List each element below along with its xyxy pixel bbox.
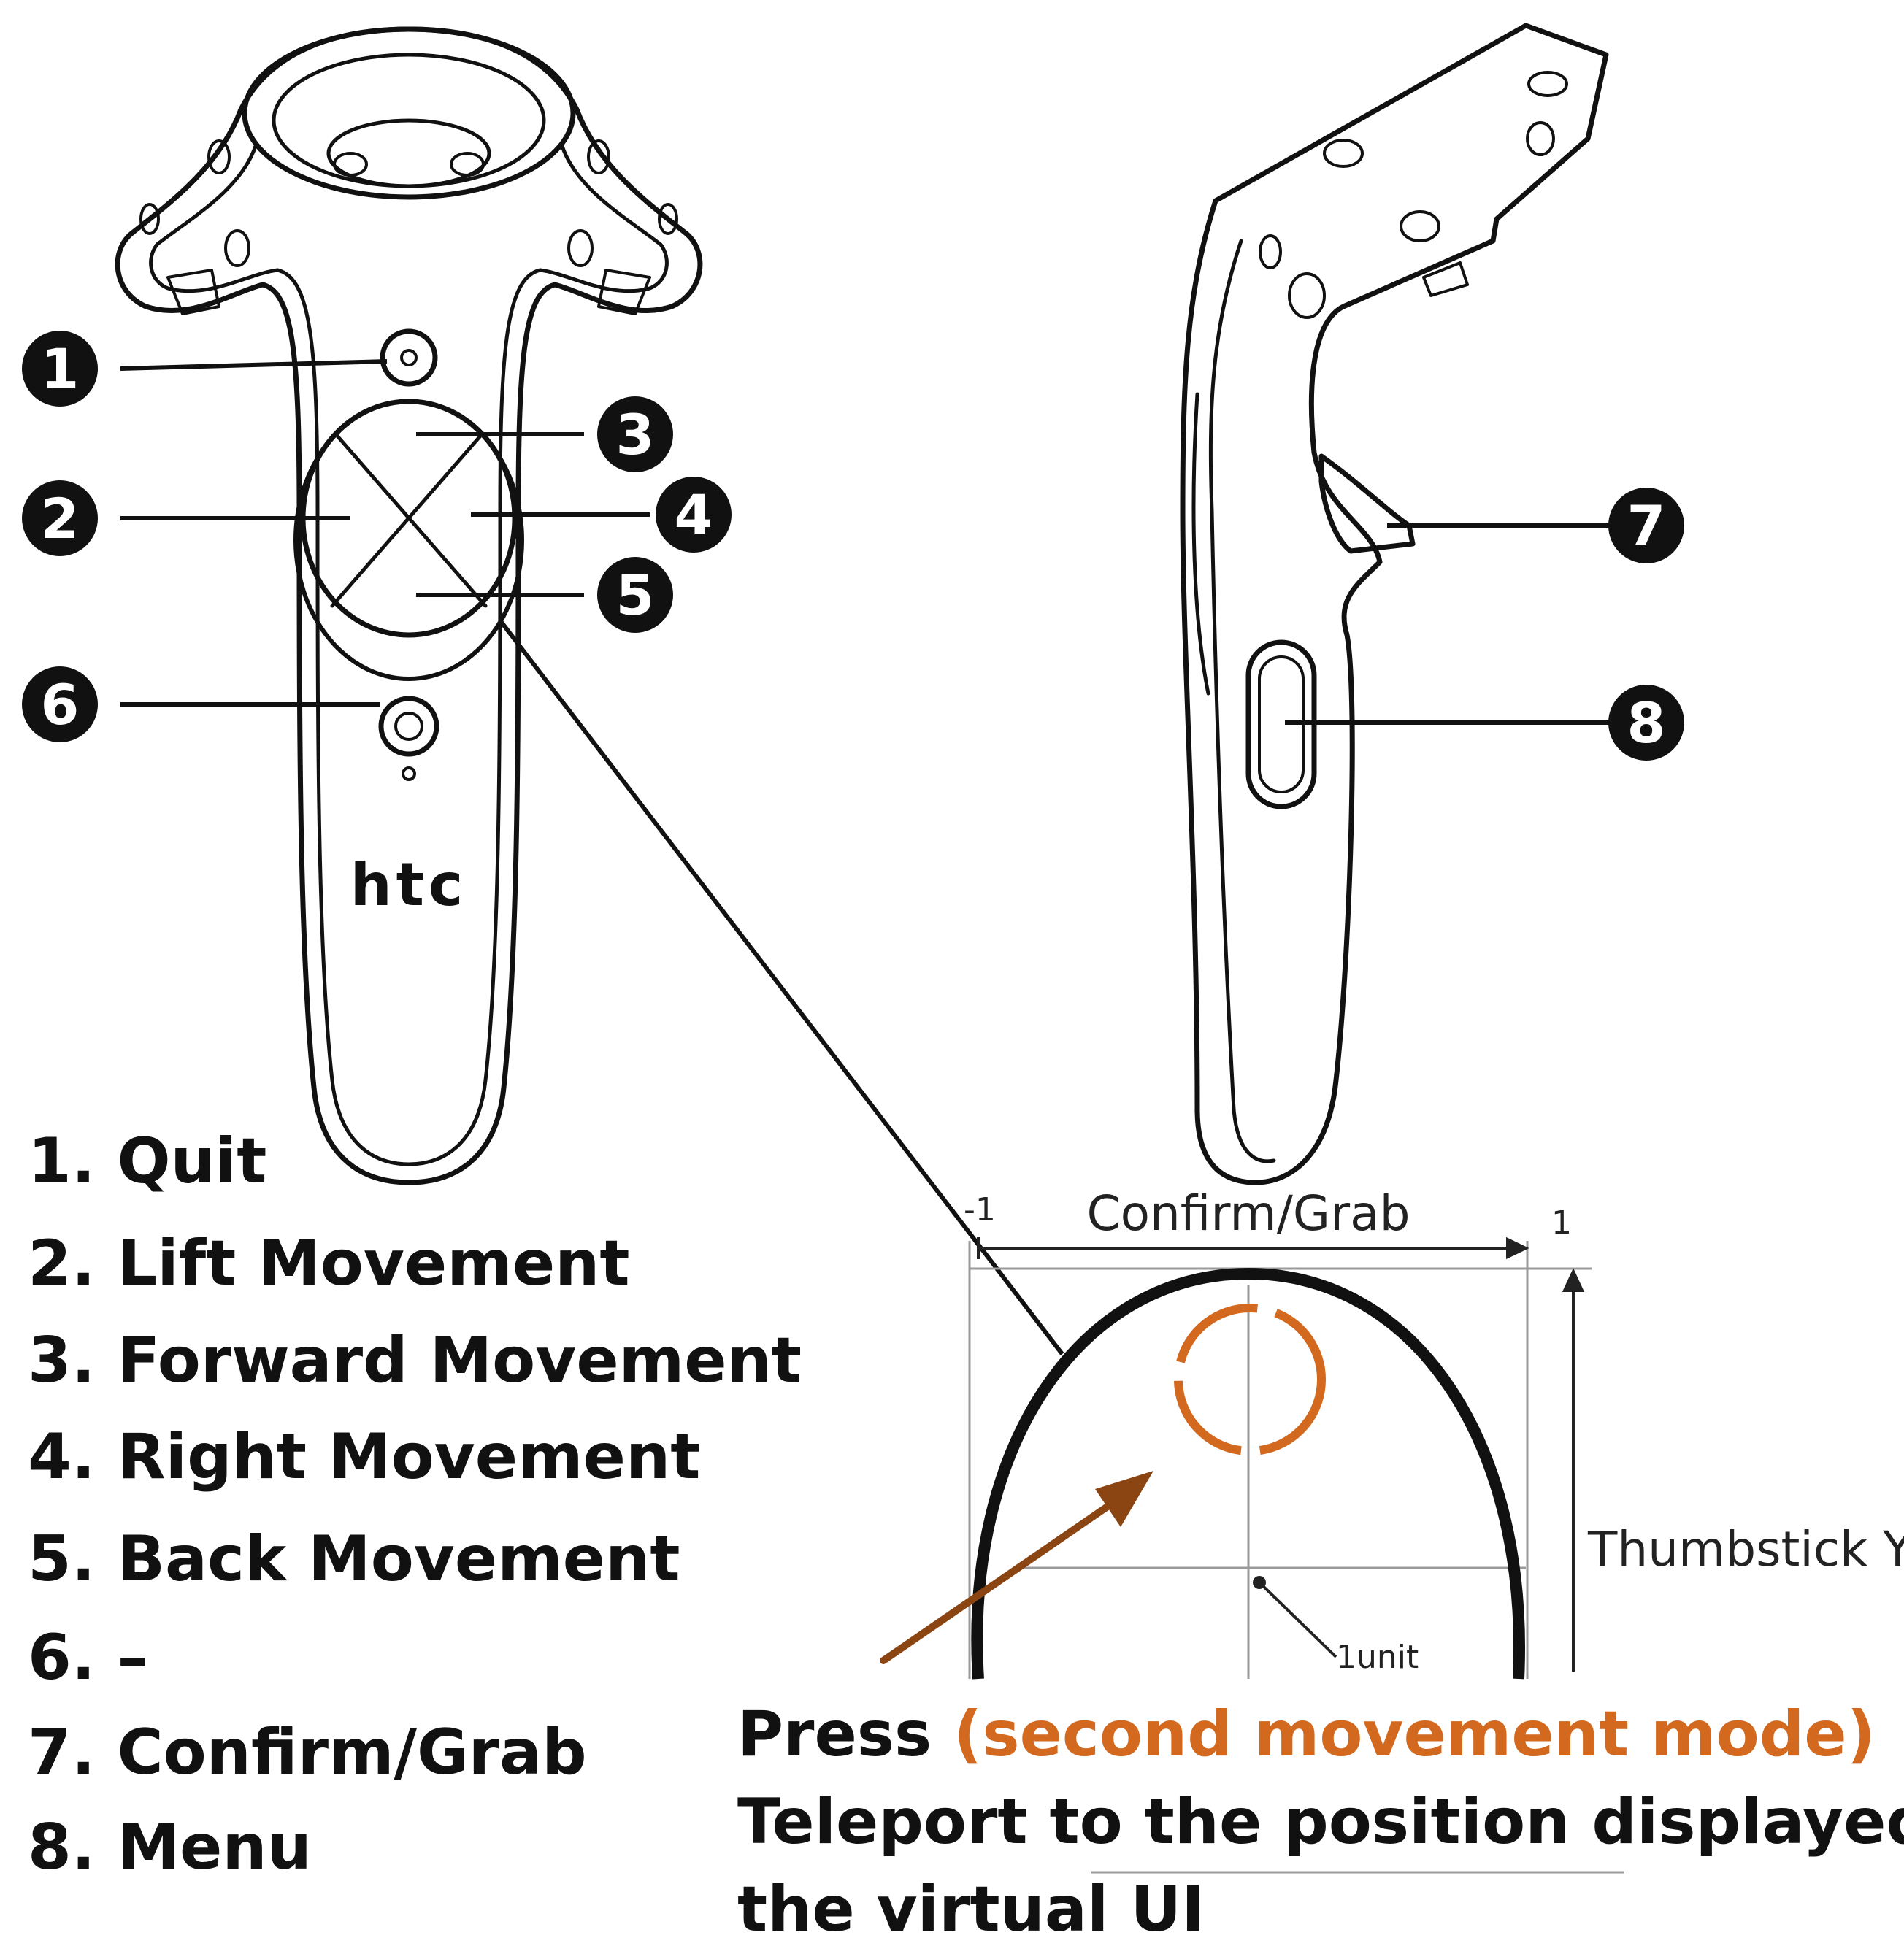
- caption: Press (second movement mode) Teleport to…: [737, 1698, 1904, 1946]
- side-leader-lines: [1285, 523, 1613, 725]
- svg-text:4: 4: [675, 482, 713, 547]
- legend-item: 1. Quit: [28, 1125, 266, 1198]
- callout-badge-5: 5: [597, 557, 673, 633]
- thumbstick-diagram: Confirm/Grab Thumbstick Y -1 1 1unit: [880, 1185, 1904, 1874]
- x-axis-label: Confirm/Grab: [1087, 1185, 1410, 1242]
- callout-badge-6: 6: [22, 666, 98, 742]
- caption-highlight: (second movement mode): [953, 1698, 1876, 1771]
- svg-text:2: 2: [41, 486, 80, 551]
- system-button[interactable]: [378, 696, 439, 757]
- teleport-target: [1174, 1304, 1326, 1455]
- svg-text:5: 5: [616, 563, 655, 628]
- callout-badges: 1 2 3 4 5 6 7 8: [22, 331, 1684, 761]
- caption-line-3: the virtual UI: [737, 1873, 1205, 1946]
- svg-text:6: 6: [41, 672, 80, 737]
- controller-side-view: [1180, 23, 1609, 1185]
- front-leader-lines: [120, 359, 1064, 1355]
- svg-text:3: 3: [616, 402, 655, 467]
- callout-badge-4: 4: [656, 477, 732, 553]
- direction-arrow: [880, 1471, 1153, 1664]
- menu-button[interactable]: [380, 328, 438, 387]
- legend-item: 8. Menu: [28, 1811, 312, 1884]
- callout-badge-1: 1: [22, 331, 98, 407]
- callout-badge-2: 2: [22, 480, 98, 556]
- svg-text:7: 7: [1627, 493, 1666, 558]
- legend-item: 4. Right Movement: [28, 1420, 700, 1493]
- legend-item: 3. Forward Movement: [28, 1324, 802, 1397]
- caption-line-2: Teleport to the position displayed on: [737, 1785, 1904, 1858]
- callout-badge-7: 7: [1608, 488, 1684, 563]
- trigger[interactable]: [1318, 453, 1416, 554]
- svg-text:8: 8: [1627, 691, 1666, 755]
- callout-badge-8: 8: [1608, 685, 1684, 761]
- legend-item: 7. Confirm/Grab: [28, 1716, 587, 1789]
- unit-label: 1unit: [1336, 1639, 1419, 1676]
- legend-item: 6. –: [28, 1621, 148, 1694]
- caption-line-1: Press (second movement mode): [737, 1698, 1876, 1771]
- thumbstick-boundary: [971, 1267, 1525, 1680]
- legend-item: 2. Lift Movement: [28, 1227, 630, 1300]
- svg-text:1: 1: [41, 336, 80, 401]
- callout-badge-3: 3: [597, 396, 673, 472]
- x-max-label: 1: [1551, 1204, 1572, 1242]
- legend: 1. Quit 2. Lift Movement 3. Forward Move…: [28, 1125, 802, 1884]
- x-min-label: -1: [964, 1191, 996, 1228]
- y-axis-label: Thumbstick Y: [1587, 1521, 1904, 1577]
- legend-item: 5. Back Movement: [28, 1523, 680, 1596]
- htc-logo: htc: [350, 851, 468, 919]
